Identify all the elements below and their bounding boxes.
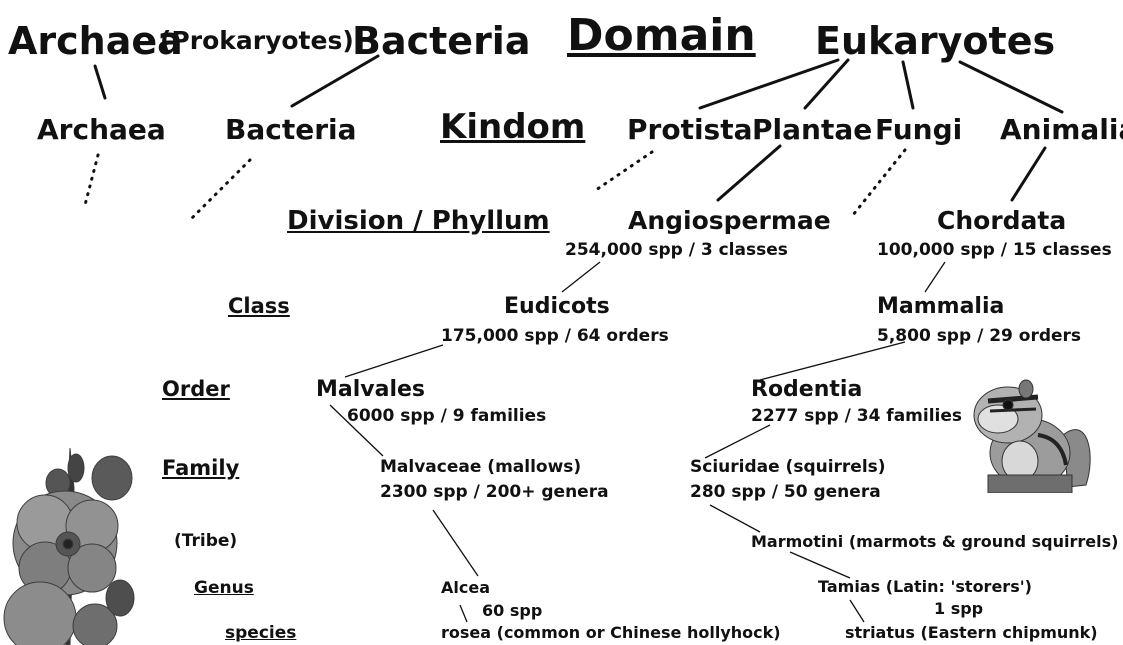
- rank-tribe: (Tribe): [174, 533, 237, 550]
- line-marmotini-tamias: [790, 552, 850, 578]
- animal-genus-info: 1 spp: [934, 601, 983, 617]
- animal-species: striatus (Eastern chipmunk): [845, 625, 1098, 641]
- animal-class: Mammalia: [877, 296, 1004, 318]
- rank-kingdom: Kindom: [440, 110, 585, 144]
- line-archaea-domain-kingdom: [95, 66, 105, 98]
- rank-tribe-label: (Tribe): [174, 531, 237, 551]
- animal-division-info: 100,000 spp / 15 classes: [877, 242, 1112, 259]
- rank-genus: Genus: [194, 580, 254, 597]
- domain-eukaryotes: Eukaryotes: [815, 22, 1055, 60]
- line-mammalia-rodentia: [760, 342, 905, 380]
- dots-bacteria: [192, 160, 250, 218]
- kingdom-bacteria: Bacteria: [225, 116, 357, 144]
- line-angiospermae-eudicots: [562, 262, 600, 292]
- line-eukaryotes-protista: [700, 60, 838, 108]
- rank-division: Division / Phyllum: [287, 208, 550, 234]
- plant-genus: Alcea: [441, 580, 490, 596]
- line-eukaryotes-fungi: [903, 62, 913, 108]
- line-sciuridae-marmotini: [710, 505, 760, 532]
- plant-species: rosea (common or Chinese hollyhock): [441, 625, 781, 641]
- plant-division-info: 254,000 spp / 3 classes: [565, 242, 788, 259]
- animal-genus: Tamias (Latin: 'storers'): [818, 579, 1032, 595]
- dots-fungi: [853, 150, 905, 215]
- line-alcea-rosea: [460, 605, 467, 622]
- line-rodentia-sciuridae: [705, 425, 770, 458]
- kingdom-protista: Protista: [627, 116, 753, 144]
- plant-class-info: 175,000 spp / 64 orders: [441, 328, 669, 345]
- rank-order: Order: [162, 379, 230, 400]
- kingdom-archaea: Archaea: [37, 116, 166, 144]
- animal-tribe: Marmotini (marmots & ground squirrels): [751, 534, 1118, 550]
- kingdom-plantae: Plantae: [752, 116, 872, 144]
- domain-bacteria: Bacteria: [352, 22, 530, 60]
- plant-division: Angiospermae: [628, 208, 831, 233]
- plant-order: Malvales: [316, 379, 425, 401]
- plant-genus-info: 60 spp: [482, 603, 542, 619]
- line-eudicots-malvales: [345, 345, 443, 377]
- line-animalia-chordata: [1012, 148, 1045, 200]
- line-eukaryotes-plantae: [805, 60, 848, 108]
- hollyhock-image: [0, 448, 140, 645]
- line-chordata-mammalia: [925, 262, 945, 292]
- line-malvaceae-alcea: [433, 510, 478, 576]
- dots-protista: [593, 152, 652, 192]
- kingdom-animalia: Animalia: [1000, 116, 1123, 144]
- line-bacteria-domain-kingdom: [292, 56, 378, 106]
- animal-order: Rodentia: [751, 379, 862, 401]
- rank-family: Family: [162, 458, 239, 479]
- animal-family: Sciuridae (squirrels): [690, 459, 886, 476]
- plant-order-info: 6000 spp / 9 families: [347, 408, 546, 425]
- animal-order-info: 2277 spp / 34 families: [751, 408, 962, 425]
- plant-class: Eudicots: [504, 296, 610, 318]
- kingdom-fungi: Fungi: [875, 116, 962, 144]
- line-tamias-striatus: [850, 600, 864, 622]
- line-plantae-angiospermae: [718, 146, 780, 200]
- line-eukaryotes-animalia: [960, 62, 1062, 112]
- animal-class-info: 5,800 spp / 29 orders: [877, 328, 1081, 345]
- animal-family-info: 280 spp / 50 genera: [690, 484, 881, 501]
- dots-archaea: [85, 155, 98, 205]
- rank-class: Class: [228, 296, 290, 317]
- animal-division: Chordata: [937, 208, 1066, 233]
- rank-species: species: [225, 625, 296, 642]
- plant-family: Malvaceae (mallows): [380, 459, 581, 476]
- domain-archaea: Archaea: [8, 22, 183, 60]
- domain-prokaryotes-note: (Prokaryotes): [160, 28, 354, 53]
- chipmunk-image: [968, 375, 1098, 493]
- plant-family-info: 2300 spp / 200+ genera: [380, 484, 609, 501]
- rank-domain: Domain: [567, 14, 756, 58]
